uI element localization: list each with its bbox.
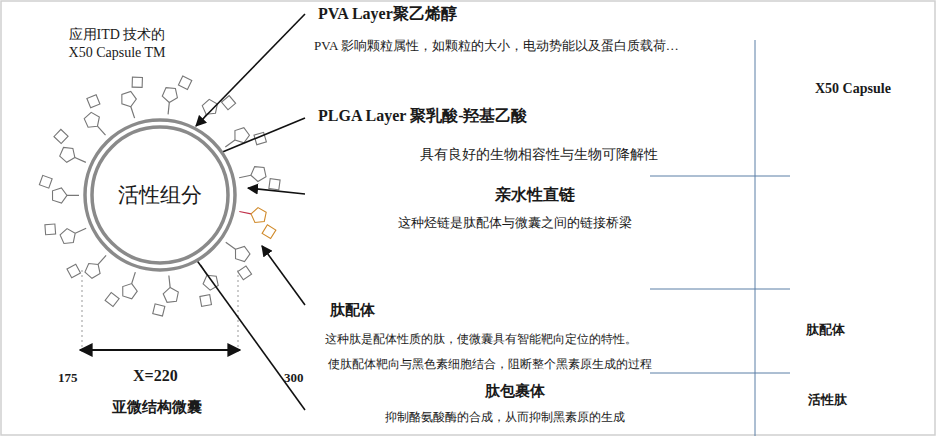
ligand-ring [132, 77, 142, 87]
ligand-stem [75, 228, 86, 233]
divider [650, 373, 790, 374]
ligand-group [39, 76, 280, 316]
dimension-value: 175 [58, 370, 78, 386]
layer-heading: PLGA Layer 聚乳酸-羟基乙酸 [318, 106, 527, 126]
part-description: 这种肽是配体性质的肽，使微囊具有智能靶向定位的特性。 [325, 332, 637, 347]
dimension-arrow [80, 349, 240, 351]
leader-arrow [196, 14, 305, 126]
capsule-circle: 活性组分 [82, 117, 238, 273]
ligand-ring [60, 147, 75, 162]
ligand-ring [269, 179, 280, 190]
ligand-stem [132, 272, 136, 283]
side-label: 活性肽 [808, 392, 847, 408]
ligand-ring [54, 129, 68, 143]
dim-extension [82, 270, 83, 352]
dimension-value: X=220 [133, 366, 178, 386]
ligand-ring [235, 128, 249, 143]
ligand-ring [84, 112, 99, 127]
ligand-ring [162, 88, 177, 103]
ligand-ring [85, 263, 100, 278]
ligand-stem [97, 126, 105, 135]
core-label: 活性组分 [118, 181, 202, 209]
ligand-ring [67, 264, 81, 278]
ligand-stem [75, 158, 86, 163]
ligand-ring [53, 188, 67, 203]
divider [755, 40, 756, 436]
ligand-ring [235, 246, 249, 261]
part-description: 这种烃链是肽配体与微囊之间的链接桥梁 [398, 215, 632, 231]
ligand-stem [131, 107, 135, 118]
ligand-stem [98, 255, 106, 264]
caption-label: 亚微结构微囊 [112, 398, 202, 417]
divider [650, 289, 790, 290]
ligand-ring [163, 287, 178, 302]
ligand-stem [226, 242, 236, 249]
divider [650, 176, 790, 177]
side-label: 肽配体 [806, 322, 845, 338]
ligand-stem [225, 140, 235, 147]
ligand-ring [238, 266, 252, 280]
dim-extension [238, 270, 239, 352]
ligand-ring [45, 224, 56, 235]
ligand-stem [168, 102, 169, 114]
ligand-ring [251, 167, 266, 182]
capsule-title: 应用ITD 技术的 X50 Capsule TM [58, 26, 176, 61]
ligand-stem [169, 276, 170, 288]
ligand-ring [105, 293, 119, 307]
ligand-ring [122, 91, 136, 106]
ligand-ring [262, 225, 276, 239]
part-heading: 亲水性直链 [495, 185, 575, 205]
ligand-stem [239, 211, 251, 213]
part-description: 使肽配体靶向与黑色素细胞结合，阻断整个黑素原生成的过程 [328, 357, 652, 372]
leader-arrow [248, 188, 305, 194]
ligand-ring [60, 229, 75, 244]
ligand-ring [178, 76, 191, 89]
dimension-value: 300 [284, 370, 304, 386]
layer-heading: PVA Layer聚乙烯醇 [318, 4, 457, 24]
leader-arrow [262, 246, 305, 305]
pva-ring [85, 120, 235, 270]
ligand-stem [239, 175, 251, 178]
ligand-ring [153, 304, 165, 316]
ligand-ring [251, 208, 266, 223]
part-heading: 肽包裹体 [485, 382, 545, 401]
ligand-ring [39, 175, 52, 188]
ligand-ring [123, 284, 137, 299]
layer-description: PVA 影响颗粒属性，如颗粒的大小，电动势能以及蛋白质载荷… [314, 38, 679, 54]
ligand-ring [200, 295, 212, 307]
side-label: X50 Capsule [815, 80, 891, 98]
part-description: 抑制酪氨酸酶的合成，从而抑制黑素原的生成 [385, 410, 625, 425]
plga-ring [92, 127, 228, 263]
layer-description: 具有良好的生物相容性与生物可降解性 [420, 146, 658, 164]
part-heading: 肽配体 [330, 301, 375, 320]
ligand-ring [87, 95, 100, 108]
ligand-stem [67, 195, 79, 196]
